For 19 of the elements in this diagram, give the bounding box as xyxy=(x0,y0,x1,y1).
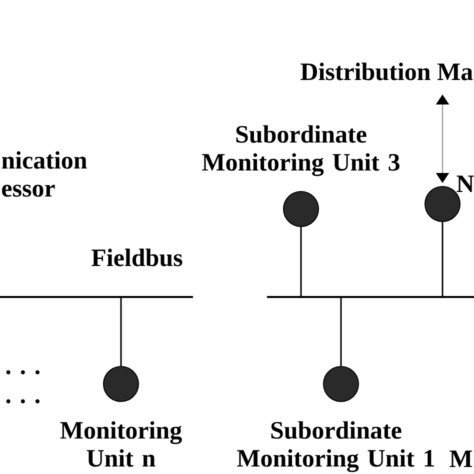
distribution-label: Distribution Ma xyxy=(300,62,473,80)
unit-label: Subordinate Monitoring Unit 1 xyxy=(237,421,434,472)
letter-label: M xyxy=(450,450,472,467)
cut-off-label: nication essor xyxy=(2,151,87,197)
ellipsis-dots: . . . xyxy=(6,370,40,374)
unit-circle xyxy=(323,366,359,402)
unit-circle xyxy=(103,366,139,402)
connector-line xyxy=(442,222,444,297)
connector-line xyxy=(340,297,342,366)
ellipsis-dots: . . . xyxy=(6,399,40,404)
unit-label: Subordinate Monitoring Unit 3 xyxy=(202,125,400,176)
letter-label: N xyxy=(456,176,474,192)
connector-line xyxy=(120,297,122,366)
connector-line xyxy=(300,227,302,297)
bus-label: Fieldbus xyxy=(92,248,182,266)
bus-line xyxy=(267,296,474,298)
unit-label: Monitoring Unit n xyxy=(60,421,182,467)
unit-circle xyxy=(283,191,319,227)
bus-line xyxy=(0,296,193,298)
